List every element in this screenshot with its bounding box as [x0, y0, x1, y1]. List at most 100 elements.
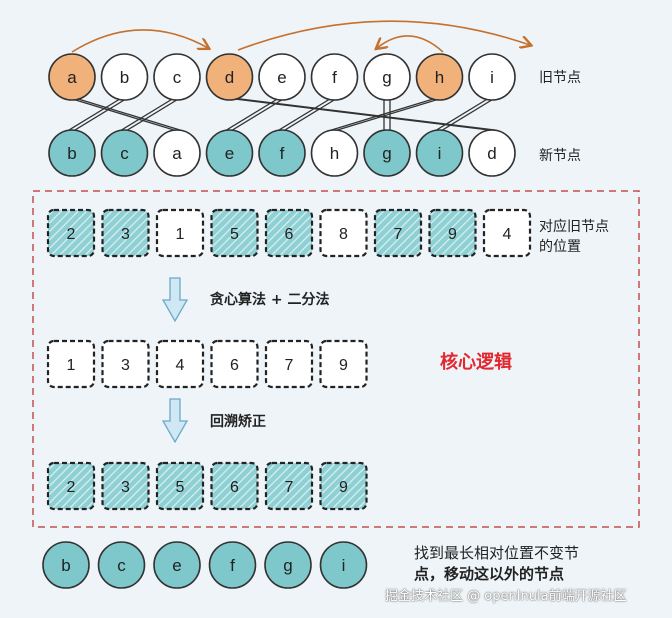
greedy-value-3: 4: [176, 357, 185, 374]
connector-d: [232, 97, 496, 131]
new-node-text-c: c: [120, 144, 129, 163]
greedy-box-6: [319, 339, 368, 389]
corrected-box-2: [101, 461, 150, 511]
connector-b: [68, 97, 122, 131]
new-node-text-g: g: [382, 144, 391, 163]
greedy-value-6: 9: [339, 357, 348, 374]
position-box-2: [101, 208, 150, 258]
new-node-text-i: i: [438, 144, 442, 163]
new-node-circle-d: [468, 129, 516, 177]
move-arrow-d-to-i: [237, 20, 530, 51]
position-value-2: 3: [121, 226, 130, 243]
corrected-value-6: 9: [339, 479, 348, 496]
connector-a: [68, 97, 175, 131]
position-box-6: [319, 208, 368, 258]
old-node-text-e: e: [277, 68, 286, 87]
position-box-5: [264, 208, 314, 258]
watermark: 掘金技术社区 @ openInula前端开源社区: [385, 589, 627, 604]
core-logic-box: [32, 190, 640, 528]
position-value-9: 4: [503, 226, 512, 243]
old-node-circle-d: [205, 53, 254, 101]
greedy-value-5: 7: [285, 357, 294, 374]
position-box-4: [210, 208, 259, 258]
greedy-value-2: 3: [121, 357, 130, 374]
step2-label: 回溯矫正: [210, 414, 266, 430]
new-node-circle-c: [100, 129, 149, 177]
position-box-3: [155, 208, 205, 258]
positions-label-line1: 对应旧节点: [539, 219, 609, 235]
old-node-circle-c: [153, 53, 201, 101]
old-node-text-h: h: [435, 68, 444, 87]
final-node-circle-f: [208, 541, 257, 589]
position-box-8: [428, 208, 477, 258]
old-node-text-c: c: [173, 68, 182, 87]
greedy-box-5: [264, 339, 314, 389]
old-node-circle-a: [48, 53, 96, 101]
old-node-circle-e: [258, 53, 306, 101]
down-arrow-step2: [161, 398, 189, 444]
new-node-text-e: e: [225, 144, 234, 163]
old-node-circle-g: [363, 53, 411, 101]
new-node-circle-a: [153, 129, 201, 177]
corrected-value-1: 2: [67, 479, 76, 496]
greedy-value-4: 6: [230, 357, 239, 374]
position-value-3: 1: [176, 226, 185, 243]
corrected-box-1: [46, 461, 96, 511]
new-node-text-b: b: [67, 144, 76, 163]
position-value-5: 6: [285, 226, 294, 243]
corrected-box-4: [210, 461, 259, 511]
final-node-text-i: i: [342, 556, 346, 575]
connector-a: [74, 97, 181, 131]
final-node-circle-e: [153, 541, 201, 589]
corrected-box-5: [264, 461, 314, 511]
positions-label-line2: 的位置: [539, 239, 581, 255]
corrected-value-5: 7: [285, 479, 294, 496]
position-value-7: 7: [394, 226, 403, 243]
final-node-text-e: e: [172, 556, 181, 575]
positions-row: 2 3 1 5 6 8 7 9 4: [46, 208, 532, 258]
position-value-1: 2: [67, 226, 76, 243]
corrected-box-6: [319, 461, 368, 511]
position-value-4: 5: [230, 226, 239, 243]
new-node-circle-h: [310, 129, 359, 177]
connector-d: [226, 97, 490, 131]
connector-c: [127, 97, 181, 131]
position-value-8: 9: [448, 226, 457, 243]
final-node-text-f: f: [230, 556, 235, 575]
final-node-circle-c: [97, 541, 146, 589]
move-arrow-h-to-g: [377, 35, 444, 53]
old-node-circle-h: [415, 53, 464, 101]
new-node-text-f: f: [280, 144, 285, 163]
position-value-6: 8: [339, 226, 348, 243]
new-node-circle-b: [48, 129, 96, 177]
new-node-text-d: d: [487, 144, 496, 163]
greedy-box-1: [46, 339, 96, 389]
old-node-circle-b: [100, 53, 149, 101]
core-logic-label: 核心逻辑: [440, 352, 512, 373]
new-node-text-h: h: [330, 144, 339, 163]
connector-b: [74, 97, 128, 131]
final-node-circle-b: [42, 541, 90, 589]
old-node-text-b: b: [120, 68, 129, 87]
final-node-circle-g: [264, 541, 312, 589]
final-node-text-c: c: [117, 556, 126, 575]
bottom-note-line1: 找到最长相对位置不变节: [414, 544, 580, 562]
corrected-value-4: 6: [230, 479, 239, 496]
greedy-value-1: 1: [67, 357, 76, 374]
new-node-circle-g: [363, 129, 411, 177]
old-node-circle-i: [468, 53, 516, 101]
old-node-text-f: f: [332, 68, 337, 87]
node-connectors: [68, 97, 496, 131]
final-node-text-g: g: [283, 556, 292, 575]
new-node-circle-i: [415, 129, 464, 177]
new-node-text-a: a: [172, 144, 182, 163]
final-node-text-b: b: [61, 556, 70, 575]
greedy-box-4: [210, 339, 259, 389]
old-node-circle-f: [310, 53, 359, 101]
new-node-circle-f: [258, 129, 306, 177]
corrected-value-2: 3: [121, 479, 130, 496]
new-node-circle-e: [205, 129, 254, 177]
new-nodes-label: 新节点: [539, 148, 581, 164]
old-node-text-g: g: [382, 68, 391, 87]
